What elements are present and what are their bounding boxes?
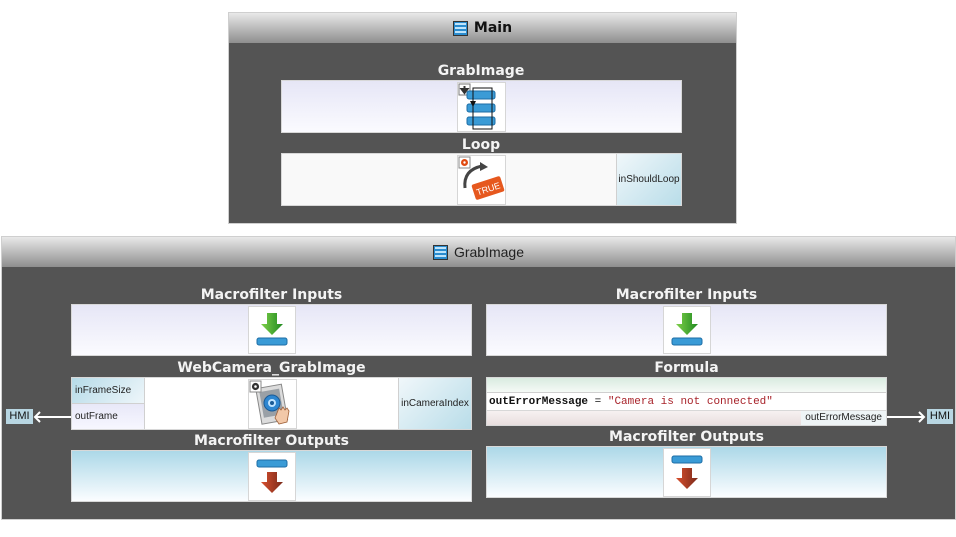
port-outErrorMessage[interactable]: outErrorMessage	[801, 411, 886, 425]
right-outputs-title: Macrofilter Outputs	[609, 429, 764, 445]
macrofilter-inputs-icon[interactable]	[248, 306, 296, 354]
loop-block[interactable]: TRUE inShouldLoop	[281, 153, 682, 206]
grabimage-panel-title: GrabImage	[453, 244, 525, 260]
step-list-icon[interactable]	[457, 82, 506, 132]
left-macrofilter-outputs[interactable]	[71, 450, 472, 502]
main-panel: Main GrabImage Loop	[228, 12, 737, 224]
webcamera-block-title: WebCamera_GrabImage	[177, 360, 366, 376]
right-macrofilter-outputs[interactable]	[486, 446, 887, 498]
formula-rhs: "Camera is not connected"	[607, 396, 773, 408]
list-icon	[452, 20, 468, 36]
left-outputs-title: Macrofilter Outputs	[194, 433, 349, 449]
main-panel-title: Main	[473, 20, 513, 36]
webcamera-grabimage-block[interactable]: inFrameSize outFrame inCameraIndex	[71, 377, 472, 430]
formula-lhs: outErrorMessage	[489, 396, 589, 408]
list-icon	[432, 244, 448, 260]
right-macrofilter-inputs[interactable]	[486, 304, 887, 356]
loop-block-title: Loop	[461, 137, 501, 153]
grabimage-block-title: GrabImage	[437, 63, 525, 79]
formula-header	[487, 378, 886, 393]
macrofilter-inputs-icon[interactable]	[663, 306, 711, 354]
macrofilter-outputs-icon[interactable]	[248, 452, 296, 501]
port-inCameraIndex[interactable]: inCameraIndex	[398, 378, 471, 429]
webcamera-grab-icon[interactable]	[248, 379, 297, 429]
arrow-right-icon	[918, 411, 926, 423]
port-inFrameSize[interactable]: inFrameSize	[72, 378, 145, 404]
arrow-left-icon	[33, 411, 41, 423]
main-panel-header[interactable]: Main	[229, 13, 736, 43]
macrofilter-outputs-icon[interactable]	[663, 448, 711, 497]
connection-wire-left	[35, 416, 71, 418]
formula-operator: =	[588, 396, 608, 408]
left-macrofilter-inputs[interactable]	[71, 304, 472, 356]
loop-true-icon[interactable]: TRUE	[457, 155, 506, 205]
grabimage-panel-header[interactable]: GrabImage	[2, 237, 955, 267]
grabimage-panel: GrabImage Macrofilter Inputs WebCamera_G…	[1, 236, 956, 520]
hmi-label-right[interactable]: HMI	[927, 409, 953, 424]
port-inShouldLoop[interactable]: inShouldLoop	[616, 154, 681, 205]
left-inputs-title: Macrofilter Inputs	[200, 287, 343, 303]
formula-footer: outErrorMessage	[487, 410, 886, 425]
hmi-label-left[interactable]: HMI	[6, 409, 33, 424]
formula-block[interactable]: outErrorMessage = "Camera is not connect…	[486, 377, 887, 426]
right-inputs-title: Macrofilter Inputs	[615, 287, 758, 303]
formula-block-title: Formula	[654, 360, 719, 376]
grabimage-block[interactable]	[281, 80, 682, 133]
formula-expression[interactable]: outErrorMessage = "Camera is not connect…	[487, 393, 886, 411]
connection-wire-right	[887, 416, 923, 418]
port-outFrame[interactable]: outFrame	[72, 404, 145, 429]
